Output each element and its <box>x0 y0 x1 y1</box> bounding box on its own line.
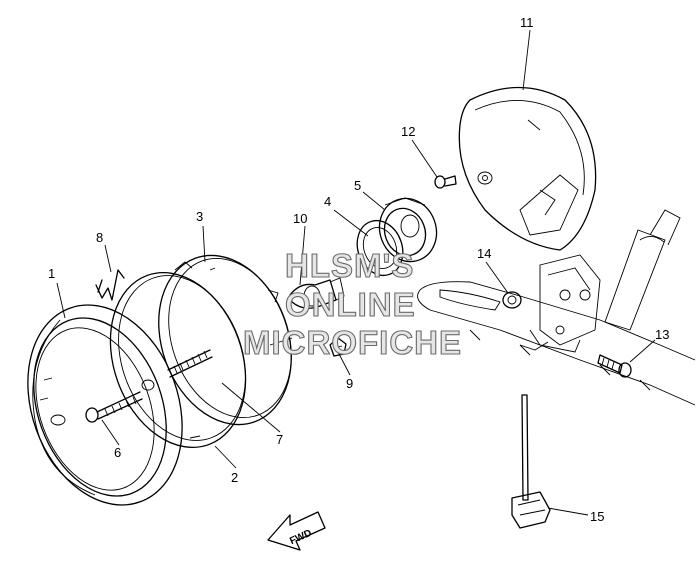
callout-13: 13 <box>655 327 669 342</box>
part-13-bolt <box>597 354 632 378</box>
callout-14: 14 <box>477 246 491 261</box>
callout-2: 2 <box>231 470 238 485</box>
fwd-label: FWD <box>288 528 313 547</box>
watermark-line-1: HLSM'S <box>285 247 414 284</box>
callout-15: 15 <box>590 509 604 524</box>
part-9-pilot-bulb <box>329 337 347 357</box>
part-4-socket-ring <box>356 219 404 277</box>
part-11-headlight-housing <box>458 86 597 251</box>
leader-lines <box>56 29 656 516</box>
part-1-headlight-rim <box>27 304 183 506</box>
part-2-lens-gasket <box>109 271 247 449</box>
callout-5: 5 <box>354 178 361 193</box>
callout-6: 6 <box>114 445 121 460</box>
watermark: HLSM'S ONLINE MICROFICHE <box>242 246 462 361</box>
part-7-adjust-screw <box>167 349 213 378</box>
callout-9: 9 <box>346 376 353 391</box>
part-14-grommet <box>502 291 522 309</box>
watermark-line-3: MICROFICHE <box>243 324 462 361</box>
callout-7: 7 <box>276 432 283 447</box>
callout-1: 1 <box>48 266 55 281</box>
part-8-spring-clip <box>95 269 125 301</box>
callout-12: 12 <box>401 124 415 139</box>
callout-3: 3 <box>196 209 203 224</box>
part-12-bolt <box>434 175 457 189</box>
part-15-cable-tie <box>511 394 551 529</box>
part-10-bulb <box>289 277 345 309</box>
callout-8: 8 <box>96 230 103 245</box>
part-5-socket-cover <box>378 197 438 263</box>
watermark-line-2: ONLINE <box>285 286 416 323</box>
part-3-headlight-unit <box>158 254 293 426</box>
headlight-bracket <box>417 254 696 406</box>
callout-numbers: 1 2 3 4 5 6 7 8 9 10 11 12 13 14 15 <box>48 15 669 524</box>
callout-11: 11 <box>520 15 534 30</box>
callout-4: 4 <box>324 194 331 209</box>
fwd-direction-arrow: FWD <box>267 511 326 551</box>
callout-10: 10 <box>293 211 307 226</box>
front-fork-tube <box>604 209 681 331</box>
